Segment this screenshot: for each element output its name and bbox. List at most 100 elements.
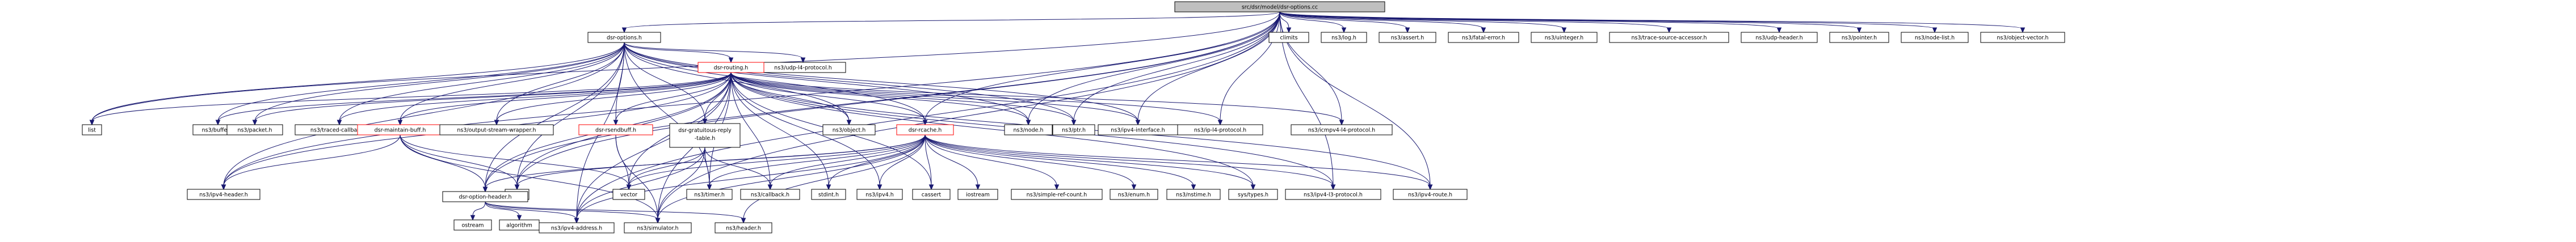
edge-rcache-to-systypes xyxy=(924,134,1256,190)
node-simulator: ns3/simulator.h xyxy=(624,222,692,233)
node-label: ns3/pointer.h xyxy=(1842,35,1877,41)
node-label: cassert xyxy=(922,192,942,198)
node-ipv4addr: ns3/ipv4-address.h xyxy=(539,222,615,233)
node-box xyxy=(1901,32,1969,43)
node-box xyxy=(912,189,951,200)
node-label: ns3/header.h xyxy=(726,226,761,232)
node-box xyxy=(226,124,283,135)
node-nodelist: ns3/node-list.h xyxy=(1901,32,1969,43)
edge-root-to-fatal xyxy=(1279,11,1486,33)
edge-rcache-to-enum xyxy=(924,134,1137,190)
node-box xyxy=(1980,32,2065,43)
node-label: ns3/packet.h xyxy=(237,128,272,134)
node-gratuitous[interactable]: dsr-gratuitous-reply-table.h xyxy=(669,123,741,148)
node-options_h[interactable]: dsr-options.h xyxy=(587,32,661,43)
node-box xyxy=(1004,124,1053,135)
node-label: ns3/nstime.h xyxy=(1176,192,1211,198)
node-box xyxy=(740,189,800,200)
edge-routing-to-packet xyxy=(252,72,732,126)
node-systypes: sys/types.h xyxy=(1228,189,1278,200)
edge-maintain-to-ipv4header xyxy=(221,134,401,190)
node-label: ns3/ipv4-l3-protocol.h xyxy=(1304,192,1363,198)
node-cassert: cassert xyxy=(912,189,951,200)
edge-rcache-to-ipv4 xyxy=(877,134,926,190)
node-packet: ns3/packet.h xyxy=(226,124,283,135)
node-box xyxy=(1228,189,1278,200)
edge-rcache-to-ipv4addr xyxy=(574,134,926,224)
node-uinteger: ns3/uinteger.h xyxy=(1531,32,1598,43)
node-label: ns3/buffer.h xyxy=(202,128,234,134)
node-label: ns3/trace-source-accessor.h xyxy=(1631,35,1707,41)
node-label: ns3/ipv4-address.h xyxy=(551,226,602,232)
node-ptr: ns3/ptr.h xyxy=(1052,124,1095,135)
node-box xyxy=(957,189,998,200)
edge-options_h-to-node xyxy=(624,42,1031,126)
node-label: ns3/icmpv4-l4-protocol.h xyxy=(1308,128,1375,134)
node-box xyxy=(1166,189,1221,200)
node-routing[interactable]: dsr-routing.h xyxy=(697,62,764,73)
node-object: ns3/object.h xyxy=(822,124,876,135)
node-label: dsr-rsendbuff.h xyxy=(595,128,636,134)
node-box xyxy=(587,32,661,43)
node-ipv4l3: ns3/ipv4-l3-protocol.h xyxy=(1285,189,1381,200)
node-box xyxy=(1268,32,1309,43)
edge-root-to-options_h xyxy=(621,11,1280,33)
node-label: iostream xyxy=(966,192,990,198)
node-label: ns3/udp-l4-protocol.h xyxy=(774,65,832,71)
edge-routing-to-rcache xyxy=(730,72,928,126)
edge-optionheader-to-ostream xyxy=(470,201,486,221)
edge-maintain-to-map xyxy=(400,134,520,190)
node-timer: ns3/timer.h xyxy=(686,189,733,200)
node-maintain[interactable]: dsr-maintain-buff.h xyxy=(357,124,443,135)
node-ostream: ostream xyxy=(453,219,492,231)
edge-options_h-to-routing xyxy=(624,42,734,63)
node-box xyxy=(1098,124,1178,135)
node-label: ns3/simple-ref-count.h xyxy=(1027,192,1087,198)
edge-maintain-to-simulator xyxy=(400,134,661,224)
node-label: dsr-option-header.h xyxy=(459,194,512,201)
node-label: dsr-gratuitous-reply-table.h xyxy=(678,128,732,142)
node-header: ns3/header.h xyxy=(715,222,772,233)
edge-root-to-rcache xyxy=(922,11,1280,126)
node-label: algorithm xyxy=(506,223,532,229)
node-box xyxy=(856,189,903,200)
node-ipv4header: ns3/ipv4-header.h xyxy=(187,189,260,200)
node-root[interactable]: src/dsr/model/dsr-options.cc xyxy=(1174,1,1385,12)
node-rcache[interactable]: dsr-rcache.h xyxy=(896,124,954,135)
edge-routing-to-ipv4iface xyxy=(730,72,1141,126)
node-label: ns3/udp-header.h xyxy=(1755,35,1802,41)
edge-root-to-objvector xyxy=(1279,11,2025,33)
node-box xyxy=(1448,32,1519,43)
node-box xyxy=(1110,189,1158,200)
node-label: ns3/assert.h xyxy=(1391,35,1424,41)
node-ipl4: ns3/ip-l4-protocol.h xyxy=(1177,124,1263,135)
node-sendbuff[interactable]: dsr-rsendbuff.h xyxy=(578,124,653,135)
node-iostream: iostream xyxy=(957,189,998,200)
node-label: ns3/output-stream-wrapper.h xyxy=(457,128,536,134)
node-climits: climits xyxy=(1268,32,1309,43)
node-ipv4iface: ns3/ipv4-interface.h xyxy=(1098,124,1178,135)
node-box xyxy=(715,222,772,233)
node-box xyxy=(1741,32,1818,43)
node-label: ns3/uinteger.h xyxy=(1545,35,1583,41)
node-label: ns3/simulator.h xyxy=(637,226,678,232)
node-label: src/dsr/model/dsr-options.cc xyxy=(1242,5,1318,11)
edge-routing-to-node xyxy=(730,72,1031,126)
edge-maintain-to-optionheader xyxy=(400,134,488,193)
node-label: ns3/node-list.h xyxy=(1915,35,1955,41)
node-label: ns3/traced-callback.h xyxy=(310,128,368,134)
edge-root-to-log xyxy=(1279,11,1347,33)
node-box xyxy=(1285,189,1381,200)
node-optionheader[interactable]: dsr-option-header.h xyxy=(442,191,528,202)
node-label: ostream xyxy=(461,223,484,229)
edge-options_h-to-ipv4header xyxy=(221,42,625,190)
edge-root-to-udpheader xyxy=(1279,11,1782,33)
edge-rcache-to-callback xyxy=(767,134,926,190)
edge-routing-to-buffer xyxy=(215,72,732,126)
node-simplerc: ns3/simple-ref-count.h xyxy=(1011,189,1103,200)
edge-root-to-assert xyxy=(1279,11,1410,33)
node-label: stdint.h xyxy=(818,192,839,198)
edge-routing-to-sendbuff xyxy=(613,72,732,126)
edge-root-to-trace xyxy=(1279,11,1672,33)
edge-routing-to-stdint xyxy=(730,72,831,190)
